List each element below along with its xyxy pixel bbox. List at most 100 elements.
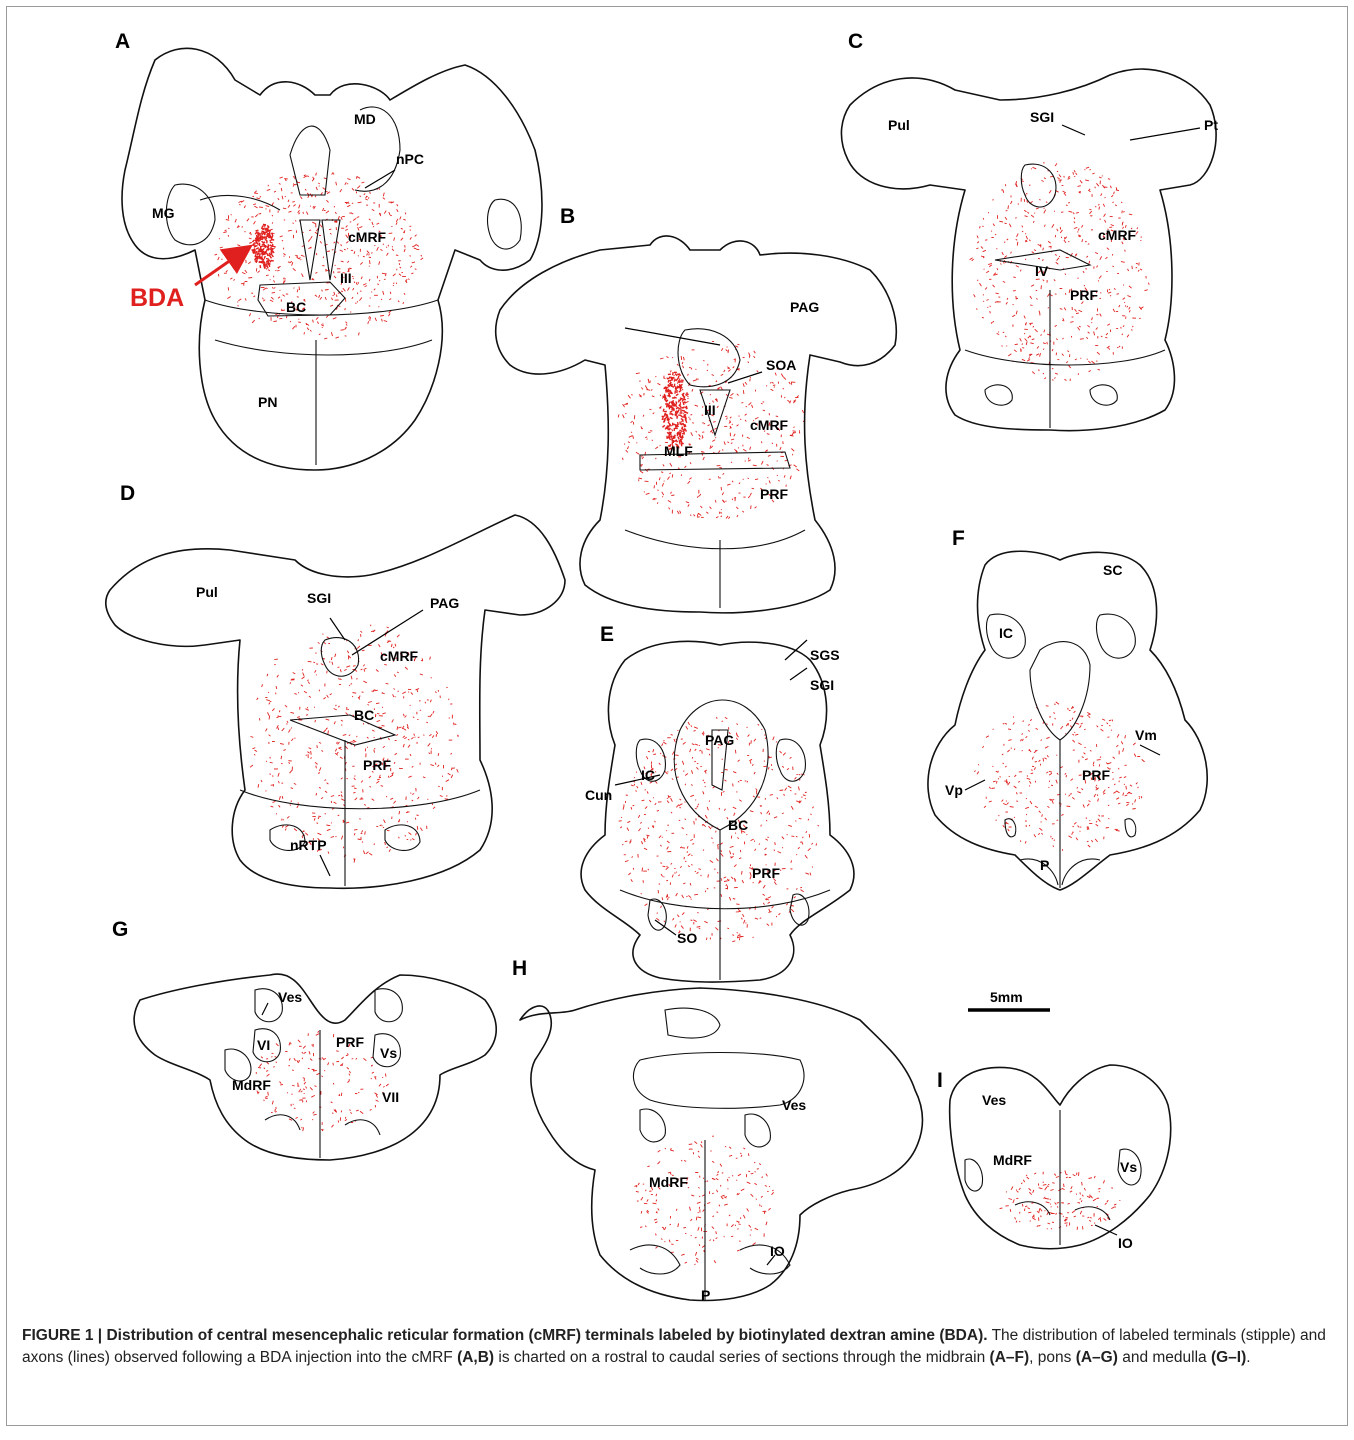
stipple-mark: [799, 432, 800, 434]
stipple-mark: [761, 403, 763, 404]
stipple-mark: [1095, 187, 1096, 189]
stipple-mark: [753, 764, 754, 766]
stipple-mark: [372, 1072, 374, 1073]
stipple-mark: [1034, 1173, 1036, 1174]
stipple-mark: [736, 724, 738, 725]
panel-letter-h: H: [512, 957, 527, 980]
stipple-mark: [262, 241, 265, 243]
stipple-mark: [755, 918, 758, 919]
stipple-mark: [1116, 798, 1119, 800]
stipple-mark: [364, 194, 365, 195]
stipple-mark: [363, 1058, 366, 1060]
stipple-mark: [1074, 227, 1077, 228]
stipple-mark: [304, 1082, 306, 1084]
label-h-p: P: [701, 1287, 710, 1303]
stipple-mark: [327, 829, 331, 830]
stipple-mark: [1109, 348, 1110, 350]
stipple-mark: [337, 242, 339, 244]
stipple-mark: [672, 875, 673, 878]
stipple-mark: [754, 351, 756, 353]
stipple-mark: [1134, 754, 1136, 757]
stipple-mark: [1083, 805, 1085, 808]
stipple-mark: [694, 730, 696, 731]
stipple-mark: [1089, 801, 1091, 802]
stipple-mark: [406, 280, 407, 283]
stipple-mark: [667, 378, 670, 379]
stipple-mark: [642, 868, 643, 872]
stipple-mark: [760, 918, 762, 919]
stipple-mark: [737, 425, 739, 427]
stipple-mark: [1032, 372, 1035, 374]
stipple-mark: [657, 490, 658, 491]
stipple-mark: [664, 921, 665, 923]
stipple-mark: [751, 839, 754, 841]
stipple-mark: [1045, 758, 1047, 759]
stipple-mark: [653, 754, 656, 755]
stipple-mark: [455, 724, 457, 725]
stipple-mark: [744, 920, 745, 924]
stipple-mark: [633, 805, 635, 806]
stipple-mark: [412, 766, 414, 767]
stipple-mark: [742, 880, 744, 883]
stipple-mark: [686, 394, 689, 395]
stipple-mark: [724, 881, 728, 882]
stipple-mark: [1110, 295, 1111, 296]
stipple-mark: [647, 1166, 649, 1167]
stipple-mark: [977, 236, 978, 239]
stipple-mark: [747, 437, 750, 439]
stipple-mark: [393, 283, 394, 284]
stipple-mark: [699, 869, 701, 870]
stipple-mark: [374, 748, 375, 749]
stipple-mark: [743, 479, 744, 480]
stipple-mark: [700, 506, 702, 508]
stipple-mark: [291, 739, 293, 741]
stipple-mark: [355, 798, 357, 800]
stipple-mark: [997, 781, 998, 784]
stipple-mark: [386, 683, 389, 684]
stipple-mark: [1017, 242, 1018, 246]
stipple-mark: [365, 831, 366, 834]
stipple-mark: [313, 320, 314, 323]
stipple-mark: [332, 172, 334, 174]
stipple-mark: [371, 1065, 373, 1066]
stipple-mark: [774, 387, 775, 388]
stipple-mark: [379, 261, 380, 264]
stipple-mark: [1035, 761, 1037, 762]
stipple-mark: [692, 844, 694, 845]
stipple-mark: [380, 825, 382, 826]
stipple-mark: [690, 515, 691, 516]
stipple-mark: [282, 240, 283, 241]
label-a-npc: nPC: [396, 151, 424, 167]
stipple-mark: [790, 476, 791, 480]
stipple-mark: [1053, 379, 1054, 380]
label-f-ic: IC: [999, 625, 1013, 641]
stipple-mark: [270, 242, 273, 243]
stipple-mark: [1111, 730, 1112, 731]
stipple-mark: [732, 935, 734, 936]
stipple-mark: [297, 257, 300, 259]
stipple-mark: [765, 854, 766, 855]
stipple-mark: [343, 805, 344, 806]
stipple-mark: [376, 1100, 379, 1102]
stipple-mark: [458, 735, 459, 736]
stipple-mark: [1090, 1218, 1092, 1219]
stipple-mark: [1096, 821, 1097, 822]
stipple-mark: [1117, 734, 1119, 737]
stipple-mark: [324, 780, 326, 781]
stipple-mark: [354, 788, 357, 789]
stipple-mark: [259, 718, 260, 720]
stipple-mark: [1004, 256, 1006, 258]
stipple-mark: [1113, 757, 1115, 759]
stipple-mark: [1039, 828, 1042, 830]
stipple-mark: [697, 913, 699, 914]
stipple-mark: [748, 1153, 749, 1156]
stipple-mark: [692, 770, 693, 774]
stipple-mark: [790, 757, 792, 758]
stipple-mark: [377, 721, 381, 722]
stipple-mark: [1098, 1189, 1100, 1190]
stipple-mark: [642, 800, 645, 801]
stipple-mark: [325, 297, 326, 300]
stipple-mark: [734, 887, 738, 888]
stipple-mark: [348, 261, 349, 263]
stipple-mark: [282, 196, 283, 199]
